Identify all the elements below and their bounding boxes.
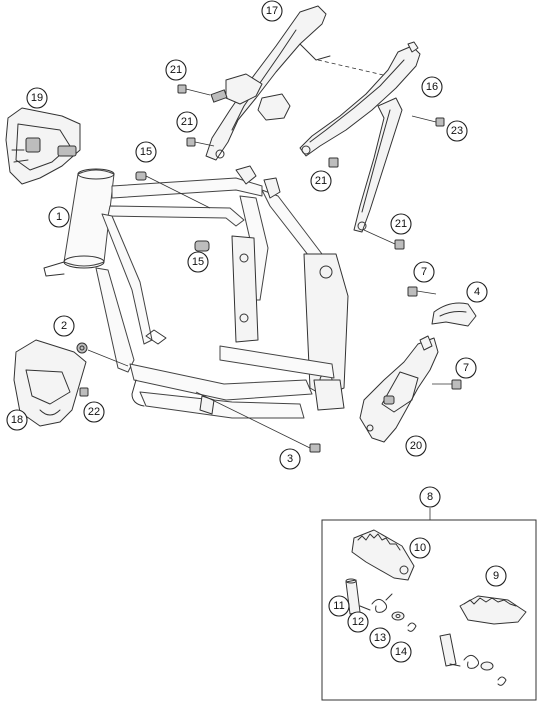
callout-18[interactable]: 18 (6, 409, 28, 431)
callout-2[interactable]: 2 (53, 315, 75, 337)
bolt-22[interactable] (79, 387, 89, 397)
callout-13-label: 13 (374, 632, 386, 644)
callout-11-label: 11 (333, 600, 344, 612)
callout-21-c-label: 21 (315, 175, 327, 187)
callout-4-label: 4 (474, 286, 480, 298)
callout-16-label: 16 (426, 81, 438, 93)
callout-14-label: 14 (395, 646, 407, 658)
bolt-21-mid[interactable] (186, 137, 215, 147)
callout-21-c[interactable]: 21 (310, 170, 332, 192)
chain-slider-part[interactable] (431, 302, 477, 327)
subframe-left-rail[interactable] (205, 5, 331, 161)
callout-8-label: 8 (427, 491, 433, 503)
callout-23-label: 23 (451, 125, 463, 137)
callout-7-a-label: 7 (421, 266, 427, 278)
footrest-bracket-part[interactable] (359, 335, 439, 443)
spring-right[interactable] (449, 654, 480, 669)
subframe-right-rail[interactable] (299, 41, 421, 233)
callout-21-d[interactable]: 21 (390, 213, 412, 235)
callout-7-b[interactable]: 7 (455, 357, 477, 379)
callout-21-d-label: 21 (395, 218, 407, 230)
callout-23[interactable]: 23 (446, 120, 468, 142)
callout-3[interactable]: 3 (279, 448, 301, 470)
air-box-part[interactable] (5, 107, 81, 185)
callout-13[interactable]: 13 (369, 627, 391, 649)
callout-14[interactable]: 14 (390, 641, 412, 663)
washer-2[interactable] (76, 342, 129, 367)
bolt-3[interactable] (195, 391, 321, 453)
callout-18-label: 18 (11, 414, 23, 426)
callout-12-label: 12 (352, 616, 364, 628)
callout-9-label: 9 (493, 570, 499, 582)
callout-21-b[interactable]: 21 (176, 111, 198, 133)
callout-21-b-label: 21 (181, 116, 193, 128)
frame-protector-part[interactable] (13, 339, 87, 427)
callout-4[interactable]: 4 (466, 281, 488, 303)
spring-12[interactable] (359, 593, 393, 613)
callout-19-label: 19 (31, 92, 43, 104)
bolt-7-upper[interactable] (407, 286, 437, 297)
callout-15-b[interactable]: 15 (187, 251, 209, 273)
subframe-alignment-line (317, 59, 406, 81)
callout-21-a-label: 21 (170, 64, 182, 76)
callout-15-a-label: 15 (140, 146, 152, 158)
main-frame[interactable] (43, 165, 349, 419)
callout-16[interactable]: 16 (421, 76, 443, 98)
callout-8[interactable]: 8 (419, 486, 441, 508)
washer-13[interactable] (391, 611, 405, 621)
clip-right[interactable] (497, 676, 507, 686)
callout-9[interactable]: 9 (485, 565, 507, 587)
callout-17-label: 17 (266, 5, 278, 17)
callout-3-label: 3 (287, 453, 293, 465)
callout-7-a[interactable]: 7 (413, 261, 435, 283)
bolt-21-upper[interactable] (177, 84, 211, 96)
washer-right[interactable] (480, 661, 494, 671)
callout-15-a[interactable]: 15 (135, 141, 157, 163)
footrest-kit-frame (321, 519, 537, 701)
callout-22-label: 22 (88, 406, 100, 418)
pin-right[interactable] (439, 633, 457, 667)
callout-1[interactable]: 1 (48, 206, 70, 228)
callout-17[interactable]: 17 (261, 0, 283, 22)
bolt-15-upper[interactable] (135, 171, 211, 209)
bolt-23[interactable] (411, 115, 445, 127)
footrest-left-part[interactable] (351, 529, 415, 581)
bolt-7-lower[interactable] (432, 379, 462, 390)
callout-11[interactable]: 11 (328, 595, 350, 617)
callout-10[interactable]: 10 (409, 537, 431, 559)
callout-12[interactable]: 12 (347, 611, 369, 633)
sleeve-15-lower[interactable] (194, 240, 210, 252)
clip-14[interactable] (407, 622, 417, 632)
callout-21-a[interactable]: 21 (165, 59, 187, 81)
callout-2-label: 2 (61, 320, 67, 332)
callout-20-label: 20 (410, 440, 422, 452)
bolt-21-lower-right[interactable] (363, 229, 405, 250)
callout-20[interactable]: 20 (405, 435, 427, 457)
callout-7-b-label: 7 (463, 362, 469, 374)
callout-10-label: 10 (414, 542, 426, 554)
footrest-right-part[interactable] (459, 595, 527, 625)
callout-1-label: 1 (56, 211, 62, 223)
bolt-21-lower-left[interactable] (328, 157, 339, 168)
callout-22[interactable]: 22 (83, 401, 105, 423)
callout-19[interactable]: 19 (26, 87, 48, 109)
callout-15-b-label: 15 (192, 256, 204, 268)
